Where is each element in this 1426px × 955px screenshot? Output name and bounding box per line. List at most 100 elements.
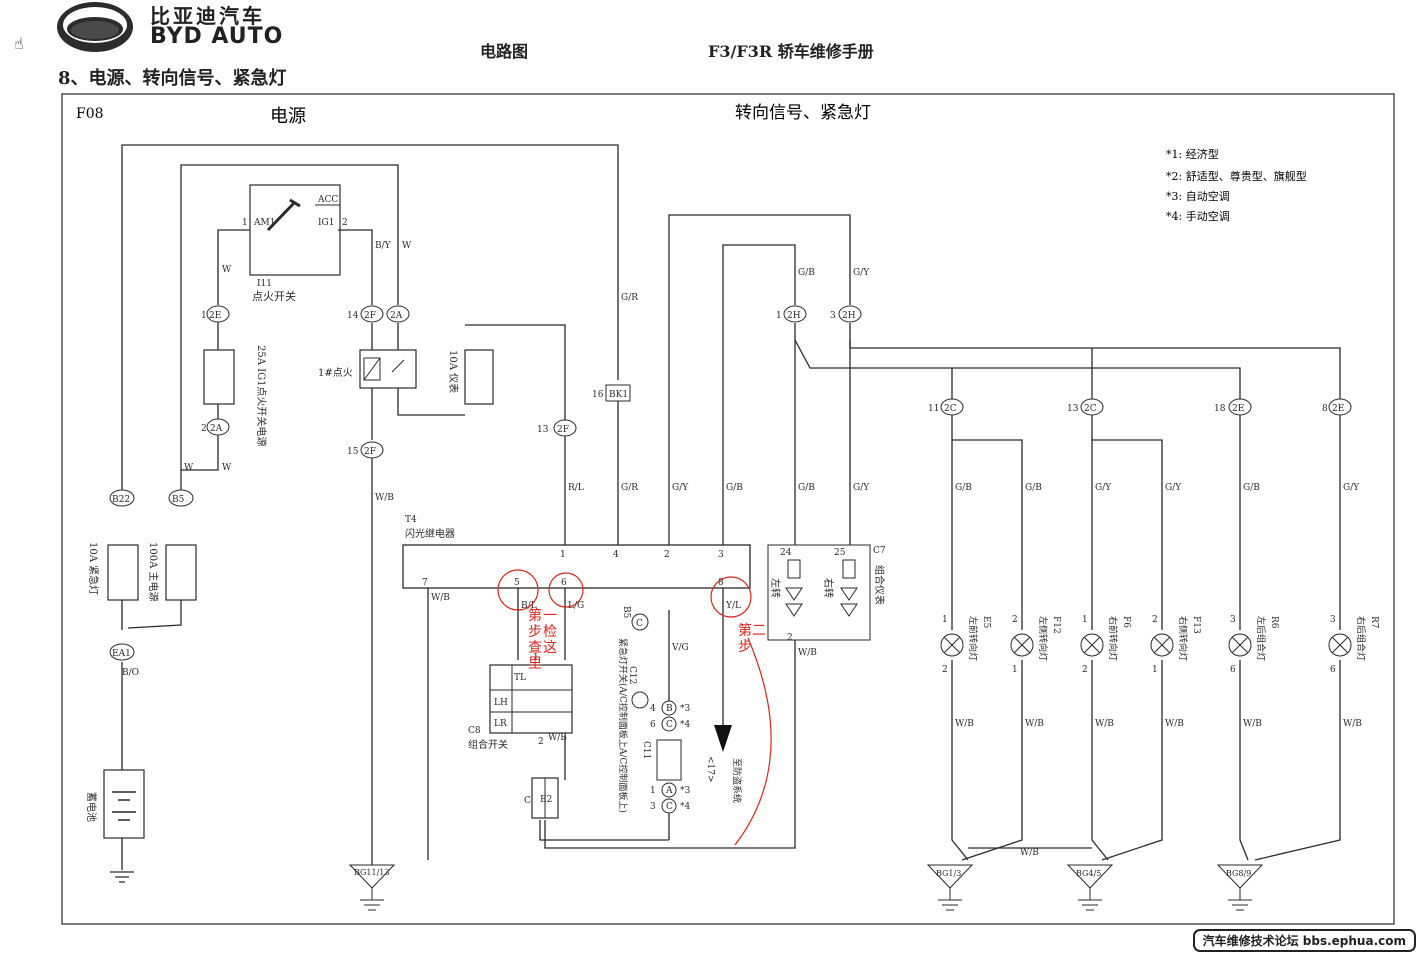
wire-label: G/R: [621, 483, 638, 493]
connector-label: E2: [540, 795, 552, 805]
connector-2h-left: 2H 1: [776, 305, 807, 323]
instrument-cluster: C7 组合仪表 24 25 左转 右转 2: [767, 544, 886, 643]
wire-label: W/B: [1165, 719, 1184, 729]
lamp-f12: 2 1 F12 左侧转向灯: [1010, 615, 1061, 675]
cluster-pin: 25: [834, 548, 846, 558]
lamp-code: F13: [1191, 616, 1201, 634]
fuse-10a-meter: [464, 349, 494, 405]
wire-label: G/Y: [853, 268, 870, 278]
connector-letter: C: [636, 619, 643, 629]
note: *4: [680, 720, 691, 730]
flasher-pin: 7: [422, 578, 428, 588]
wire-label: W/B: [1343, 719, 1362, 729]
wire-label: W: [222, 265, 232, 275]
connector-label: 2A: [390, 311, 403, 321]
hazard-switch-name: 紧急灯开关(A/C控制面板上A/C控制面板上): [617, 638, 629, 813]
cluster-name: 组合仪表: [873, 565, 886, 605]
ground-label: BG1/3: [936, 869, 961, 878]
wire-label: G/R: [621, 293, 638, 303]
lamp-r6: 3 6 R6 左后组合灯: [1228, 615, 1279, 675]
lamp-code: E5: [981, 616, 991, 629]
annotation-arrow: [734, 637, 772, 846]
lamp-pin: 1: [942, 615, 948, 625]
cluster-left-label: 左转: [769, 578, 782, 598]
relay-label: 1#点火: [318, 367, 353, 379]
wire-label: W/B: [375, 493, 394, 503]
annotations: [497, 569, 772, 846]
wire-label: G/B: [1025, 483, 1042, 493]
lamp-name: 右前转向灯: [1107, 616, 1119, 661]
flasher-name: 闪光继电器: [405, 527, 455, 540]
wire-label: W/B: [955, 719, 974, 729]
ground-connector: C E2: [524, 777, 559, 819]
wire-label: Y/L: [725, 601, 741, 611]
switch-name: 点火开关: [252, 289, 296, 303]
lamp-name: 右后组合灯: [1355, 616, 1367, 661]
connector-label: BK1: [609, 390, 628, 400]
lamp-f13: 2 1 F13 右侧转向灯: [1150, 615, 1201, 675]
connector-pin: 1: [776, 311, 782, 321]
connector-pin: 13: [537, 425, 549, 435]
lamp-name: 左前转向灯: [967, 616, 979, 661]
lamp-pin: 6: [1230, 665, 1236, 675]
pin: 3: [650, 802, 656, 812]
wire-label: W/B: [1243, 719, 1262, 729]
connector-pin: 11: [928, 404, 939, 414]
ground-bg4: BG4/5: [1066, 864, 1114, 911]
ground-bg1: BG1/3: [926, 864, 974, 911]
flasher-pin: 5: [514, 578, 520, 588]
brand-name-chinese: 比亚迪汽车: [150, 4, 265, 28]
connector-label: 2C: [1084, 404, 1097, 414]
flasher-pin: 2: [664, 550, 670, 560]
wire-label: W/B: [1095, 719, 1114, 729]
wire-label: W/B: [1025, 719, 1044, 729]
connector-2a-lower: 2A2: [201, 418, 230, 436]
fuse-label: 100A 主电源: [147, 542, 160, 602]
wire-label: B/Y: [375, 241, 392, 251]
ignition-switch: 1 AM1 ACC IG1 2 I11 点火开关: [242, 184, 348, 303]
connector-label: 2C: [944, 404, 957, 414]
annotation-circle: [497, 569, 539, 611]
wire-label: G/B: [798, 483, 815, 493]
cluster-code: C7: [873, 546, 886, 556]
note: *3: [680, 786, 691, 796]
legend: *1: 经济型 *2: 舒适型、尊贵型、旗舰型 *3: 自动空调 *4: 手动空…: [1166, 147, 1307, 223]
connector-pin: 3: [830, 311, 836, 321]
connector-pin: 15: [347, 447, 359, 457]
connector-pin: 14: [347, 311, 359, 321]
wire-label: G/Y: [672, 483, 689, 493]
lamp-pin: 2: [1012, 615, 1018, 625]
annotation-step-two: 第二步: [738, 622, 766, 655]
wire-label: V/G: [671, 643, 689, 653]
manual-title: F3/F3R 轿车维修手册: [708, 42, 874, 61]
byd-logo-icon: [57, 2, 133, 52]
brand-name-english: BYD AUTO: [150, 24, 284, 49]
antitheft-ref: <17>: [705, 756, 715, 783]
forum-watermark: 汽车维修技术论坛 bbs.ephua.com: [1192, 929, 1416, 952]
wire-label: W/B: [798, 648, 817, 658]
wire-label: W/B: [431, 593, 450, 603]
pin: 6: [650, 720, 656, 730]
legend-item: *1: 经济型: [1166, 147, 1219, 161]
flasher-pin: 3: [718, 550, 724, 560]
wire-label: G/B: [726, 483, 743, 493]
wire-label: W: [184, 463, 194, 473]
wire-label: W/B: [1020, 848, 1039, 858]
connector-letter: C: [666, 802, 673, 812]
power-section-label: 电源: [270, 106, 306, 127]
connector-label: C11: [641, 741, 651, 759]
lamp-pin: 1: [1012, 665, 1018, 675]
hazard-switch: B5 C 紧急灯开关(A/C控制面板上A/C控制面板上) C12 B C 4 6…: [617, 606, 691, 814]
connector-label: 2E: [1332, 404, 1344, 414]
wire-label: G/B: [955, 483, 972, 493]
lamp-pin: 3: [1230, 615, 1236, 625]
connector-2e: 2E1: [201, 305, 230, 323]
lamp-pin: 1: [1082, 615, 1088, 625]
connector-label: C12: [627, 666, 637, 684]
connector-label: 2H: [787, 311, 801, 321]
wire-label: G/Y: [1095, 483, 1112, 493]
ground-label: BG11/13: [354, 868, 389, 877]
